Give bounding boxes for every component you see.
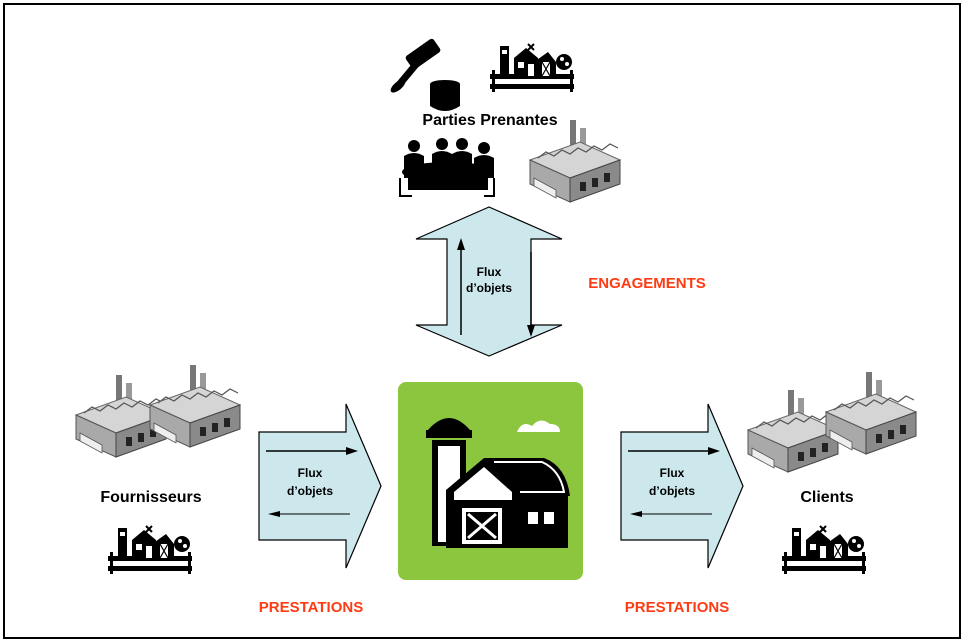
factory-icon: [149, 364, 241, 448]
client-flow-arrow: Flux d’objets: [620, 403, 744, 569]
prestations-left-label: PRESTATIONS: [259, 599, 363, 616]
factory-icon: [529, 119, 621, 203]
supplier-flow-arrow: Flux d’objets: [258, 403, 382, 569]
flow-label-right-line2: d’objets: [649, 484, 695, 498]
farm-icon: [107, 525, 193, 575]
flow-label-top-line2: d’objets: [466, 281, 512, 295]
clients-label: Clients: [800, 489, 853, 506]
barn-icon: [398, 382, 583, 580]
farm-icon: [489, 43, 575, 93]
flow-label-left-line2: d’objets: [287, 484, 333, 498]
farm-icon: [781, 525, 867, 575]
flow-label-right-line1: Flux: [660, 466, 685, 480]
flow-label-top-line1: Flux: [477, 265, 502, 279]
suppliers-label: Fournisseurs: [100, 489, 201, 506]
stakeholders-label: Parties Prenantes: [422, 112, 557, 129]
flow-label-left-line1: Flux: [298, 466, 323, 480]
stakeholder-flow-arrow: Flux d’objets: [415, 206, 563, 357]
engagements-label: ENGAGEMENTS: [588, 275, 706, 292]
factory-icon: [747, 389, 839, 473]
meeting-icon: [399, 138, 495, 197]
factory-icon: [825, 371, 917, 455]
prestations-right-label: PRESTATIONS: [625, 599, 729, 616]
gavel-icon: [390, 38, 460, 111]
